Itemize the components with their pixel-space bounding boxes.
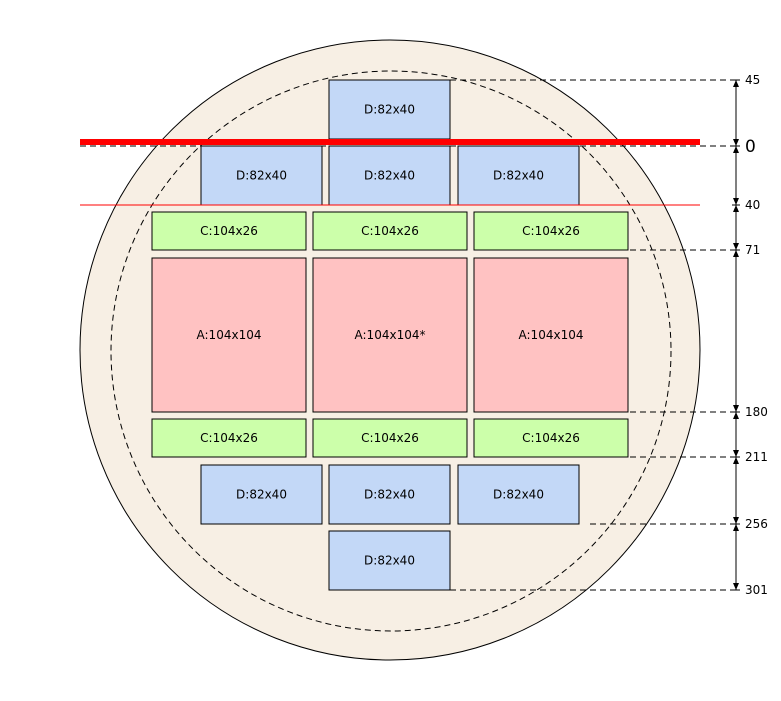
row-guides xyxy=(80,79,738,591)
die-block-label: C:104x26 xyxy=(522,224,580,238)
die-block-a: A:104x104 xyxy=(473,257,629,413)
die-block-c: C:104x26 xyxy=(151,418,307,458)
die-block-rect xyxy=(473,211,629,251)
die-block-label: C:104x26 xyxy=(522,431,580,445)
scale-arrowhead xyxy=(733,583,739,590)
die-block-d: D:82x40 xyxy=(457,145,580,206)
die-block-rect xyxy=(200,464,323,525)
scale-arrowhead xyxy=(733,146,739,153)
die-block-d: D:82x40 xyxy=(200,464,323,525)
die-block-rect xyxy=(200,145,323,206)
scale-arrowhead xyxy=(733,517,739,524)
die-block-c: C:104x26 xyxy=(312,418,468,458)
scale-mark-label: 71 xyxy=(745,243,760,257)
scale-arrowhead xyxy=(733,412,739,419)
die-block-c: C:104x26 xyxy=(312,211,468,251)
scale-arrowhead xyxy=(733,139,739,146)
die-block-label: D:82x40 xyxy=(236,488,287,502)
scale-mark-label: 180 xyxy=(745,405,768,419)
vertical-scale: 45 0 40 71 180 211 256 301 xyxy=(732,73,768,597)
die-block-rect xyxy=(312,418,468,458)
die-block-label: C:104x26 xyxy=(361,224,419,238)
die-block-rect xyxy=(328,145,451,206)
die-block-label: A:104x104 xyxy=(519,328,584,342)
die-block-rect xyxy=(328,79,451,140)
die-block-rect xyxy=(312,211,468,251)
scale-mark-label: 211 xyxy=(745,450,768,464)
scale-mark-label: 40 xyxy=(745,198,760,212)
die-block-label: D:82x40 xyxy=(493,488,544,502)
die-block-a: A:104x104* xyxy=(312,257,468,413)
scale-arrowhead xyxy=(733,80,739,87)
scale-arrowhead xyxy=(733,243,739,250)
die-block-rect xyxy=(328,530,451,591)
die-block-rect xyxy=(151,257,307,413)
die-block-rect xyxy=(457,145,580,206)
wafer-usable-area-circle xyxy=(110,70,672,632)
die-block-label: D:82x40 xyxy=(364,488,415,502)
die-block-c: C:104x26 xyxy=(151,211,307,251)
die-block-d: D:82x40 xyxy=(200,145,323,206)
die-block-rect xyxy=(457,464,580,525)
die-block-label: D:82x40 xyxy=(364,169,415,183)
scale-arrowhead xyxy=(733,250,739,257)
die-block-label: D:82x40 xyxy=(493,169,544,183)
die-block-rect xyxy=(328,464,451,525)
die-block-a: A:104x104 xyxy=(151,257,307,413)
die-block-rect xyxy=(473,418,629,458)
die-block-c: C:104x26 xyxy=(473,211,629,251)
scale-mark-label: 301 xyxy=(745,583,768,597)
scale-mark-label: 0 xyxy=(745,137,756,157)
die-block-d: D:82x40 xyxy=(328,530,451,591)
scale-arrowhead xyxy=(733,450,739,457)
scale-arrowhead xyxy=(733,405,739,412)
scale-mark-label: 45 xyxy=(745,73,760,87)
scale-arrowhead xyxy=(733,457,739,464)
die-block-label: C:104x26 xyxy=(200,224,258,238)
die-block-c: C:104x26 xyxy=(473,418,629,458)
die-block-d: D:82x40 xyxy=(457,464,580,525)
die-block-d: D:82x40 xyxy=(328,464,451,525)
die-block-label: D:82x40 xyxy=(364,554,415,568)
scale-mark-label: 256 xyxy=(745,517,768,531)
scale-arrowhead xyxy=(733,524,739,531)
die-block-rect xyxy=(312,257,468,413)
die-block-rect xyxy=(151,418,307,458)
die-block-label: A:104x104* xyxy=(355,328,426,342)
die-block-label: D:82x40 xyxy=(236,169,287,183)
die-block-label: D:82x40 xyxy=(364,103,415,117)
die-block-d: D:82x40 xyxy=(328,79,451,140)
die-block-d: D:82x40 xyxy=(328,145,451,206)
scale-arrowhead xyxy=(733,198,739,205)
die-block-label: A:104x104 xyxy=(197,328,262,342)
die-block-rect xyxy=(151,211,307,251)
die-block-label: C:104x26 xyxy=(200,431,258,445)
scale-arrowhead xyxy=(733,205,739,212)
die-block-rect xyxy=(473,257,629,413)
die-block-label: C:104x26 xyxy=(361,431,419,445)
